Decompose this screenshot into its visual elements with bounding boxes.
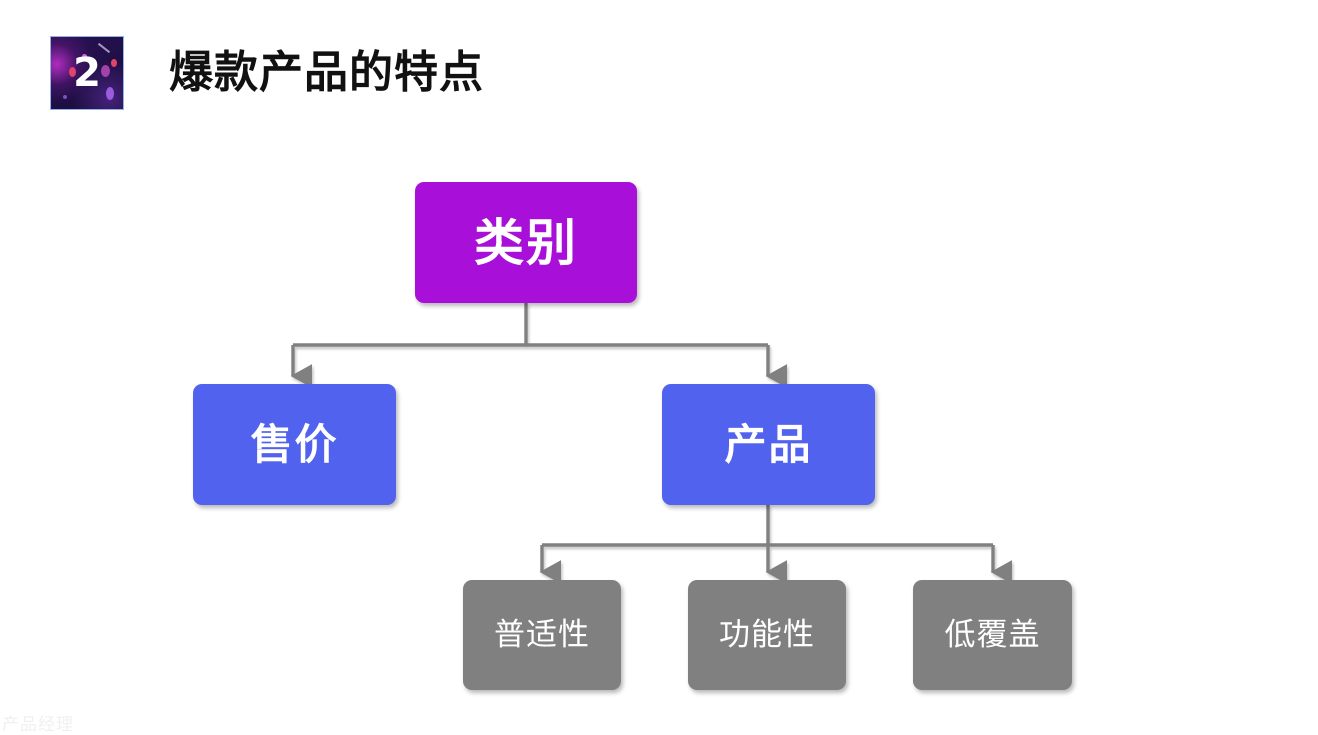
badge-dot	[106, 87, 114, 100]
slide-header: 2 爆款产品的特点	[50, 36, 484, 110]
node-universality-label: 普适性	[494, 616, 590, 653]
node-product-label: 产品	[724, 419, 813, 469]
node-lowcover[interactable]: 低覆盖	[913, 580, 1072, 690]
badge-dot	[101, 65, 110, 77]
node-lowcover-label: 低覆盖	[944, 616, 1041, 653]
badge-dot	[69, 67, 76, 77]
node-functional[interactable]: 功能性	[688, 580, 846, 690]
node-category[interactable]: 类别	[415, 182, 637, 303]
badge-number: 2	[73, 50, 101, 96]
node-universality[interactable]: 普适性	[463, 580, 621, 690]
footer-watermark: 产品经理	[2, 715, 74, 735]
node-functional-label: 功能性	[719, 616, 815, 653]
page-title: 爆款产品的特点	[169, 47, 484, 98]
galaxy-badge-icon: 2	[50, 36, 124, 110]
node-price-label: 售价	[250, 419, 339, 469]
node-product[interactable]: 产品	[662, 384, 875, 505]
badge-dot	[111, 59, 117, 67]
badge-dot	[82, 54, 87, 59]
node-category-label: 类别	[474, 213, 578, 272]
node-price[interactable]: 售价	[193, 384, 396, 505]
badge-dot	[63, 95, 67, 99]
